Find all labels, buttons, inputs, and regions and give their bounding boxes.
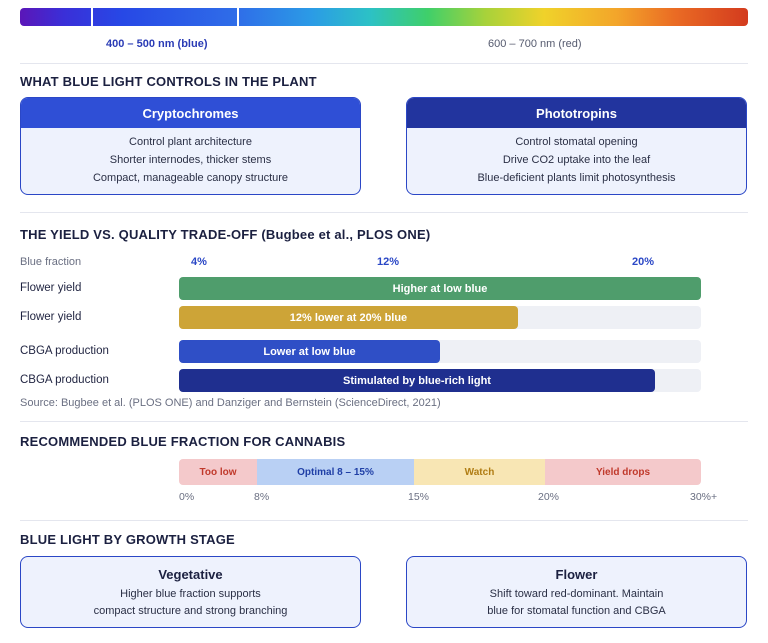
card-line: Drive CO2 uptake into the leaf	[502, 154, 651, 166]
card-line: Control plant architecture	[129, 136, 252, 148]
segment-optimal: Optimal 8 – 15%	[257, 459, 414, 485]
cryptochromes-card-title: Cryptochromes	[21, 98, 360, 128]
card-line: Control stomatal opening	[515, 136, 638, 148]
stage-line: Shift toward red-dominant. Maintain	[489, 588, 664, 600]
divider	[20, 212, 748, 213]
flower-card: Flower Shift toward red-dominant. Mainta…	[406, 556, 747, 628]
bar-track: Lower at low blue	[179, 340, 701, 363]
flower-yield-bar-high: Higher at low blue	[179, 277, 701, 300]
divider	[20, 63, 748, 64]
stages-heading: BLUE LIGHT BY GROWTH STAGE	[20, 532, 235, 547]
phototropins-card: Phototropins Control stomatal opening Dr…	[406, 97, 747, 195]
bar-track: Higher at low blue	[179, 277, 701, 300]
phototropins-card-title: Phototropins	[407, 98, 746, 128]
percent-label-20: 20%	[632, 256, 655, 268]
flower-text: Shift toward red-dominant. Maintain blue…	[407, 586, 746, 620]
row-label-flower-yield: Flower yield	[20, 311, 82, 323]
spectrum-divider-500nm	[237, 8, 239, 26]
card-line: Shorter internodes, thicker stems	[109, 154, 272, 166]
tick-20: 20%	[538, 491, 560, 503]
stage-line: compact structure and strong branching	[93, 605, 288, 617]
vegetative-title: Vegetative	[158, 567, 223, 582]
tick-0: 0%	[179, 491, 195, 503]
divider	[20, 520, 748, 521]
card-line: Compact, manageable canopy structure	[92, 172, 289, 184]
blue-range-label: 400 – 500 nm (blue)	[106, 38, 208, 50]
vegetative-text: Higher blue fraction supports compact st…	[21, 586, 360, 620]
controls-heading: WHAT BLUE LIGHT CONTROLS IN THE PLANT	[20, 74, 317, 89]
tick-30-plus: 30%+	[690, 491, 718, 503]
blue-fraction-axis-label: Blue fraction	[20, 256, 82, 268]
spectrum-divider-400nm	[91, 8, 93, 26]
cbga-bar-stimulated: Stimulated by blue-rich light	[179, 369, 655, 392]
flower-yield-bar-lower: 12% lower at 20% blue	[179, 306, 518, 329]
phototropins-card-body: Control stomatal opening Drive CO2 uptak…	[407, 128, 746, 187]
row-label-flower-yield: Flower yield	[20, 282, 82, 294]
card-line: Blue-deficient plants limit photosynthes…	[477, 172, 676, 184]
segment-yield-drops: Yield drops	[545, 459, 701, 485]
red-range-label: 600 – 700 nm (red)	[488, 38, 582, 50]
tradeoff-heading: THE YIELD VS. QUALITY TRADE-OFF (Bugbee …	[20, 227, 431, 242]
cryptochromes-card: Cryptochromes Control plant architecture…	[20, 97, 361, 195]
row-label-cbga-production: CBGA production	[20, 374, 109, 386]
recommended-heading: RECOMMENDED BLUE FRACTION FOR CANNABIS	[20, 434, 346, 449]
percent-label-12: 12%	[377, 256, 400, 268]
segment-too-low: Too low	[179, 459, 257, 485]
tick-15: 15%	[408, 491, 430, 503]
cbga-bar-low: Lower at low blue	[179, 340, 440, 363]
source-citation: Source: Bugbee et al. (PLOS ONE) and Dan…	[20, 397, 441, 409]
spectrum-gradient	[20, 8, 748, 26]
flower-title: Flower	[555, 567, 598, 582]
bar-track: 12% lower at 20% blue	[179, 306, 701, 329]
row-label-cbga-production: CBGA production	[20, 345, 109, 357]
segment-watch: Watch	[414, 459, 545, 485]
divider	[20, 421, 748, 422]
light-spectrum-bar	[20, 8, 748, 26]
vegetative-card: Vegetative Higher blue fraction supports…	[20, 556, 361, 628]
tick-8: 8%	[254, 491, 270, 503]
bar-track: Stimulated by blue-rich light	[179, 369, 701, 392]
stage-line: Higher blue fraction supports	[120, 588, 261, 600]
stage-line: blue for stomatal function and CBGA	[487, 605, 666, 617]
percent-label-4: 4%	[191, 256, 207, 268]
cryptochromes-card-body: Control plant architecture Shorter inter…	[21, 128, 360, 187]
